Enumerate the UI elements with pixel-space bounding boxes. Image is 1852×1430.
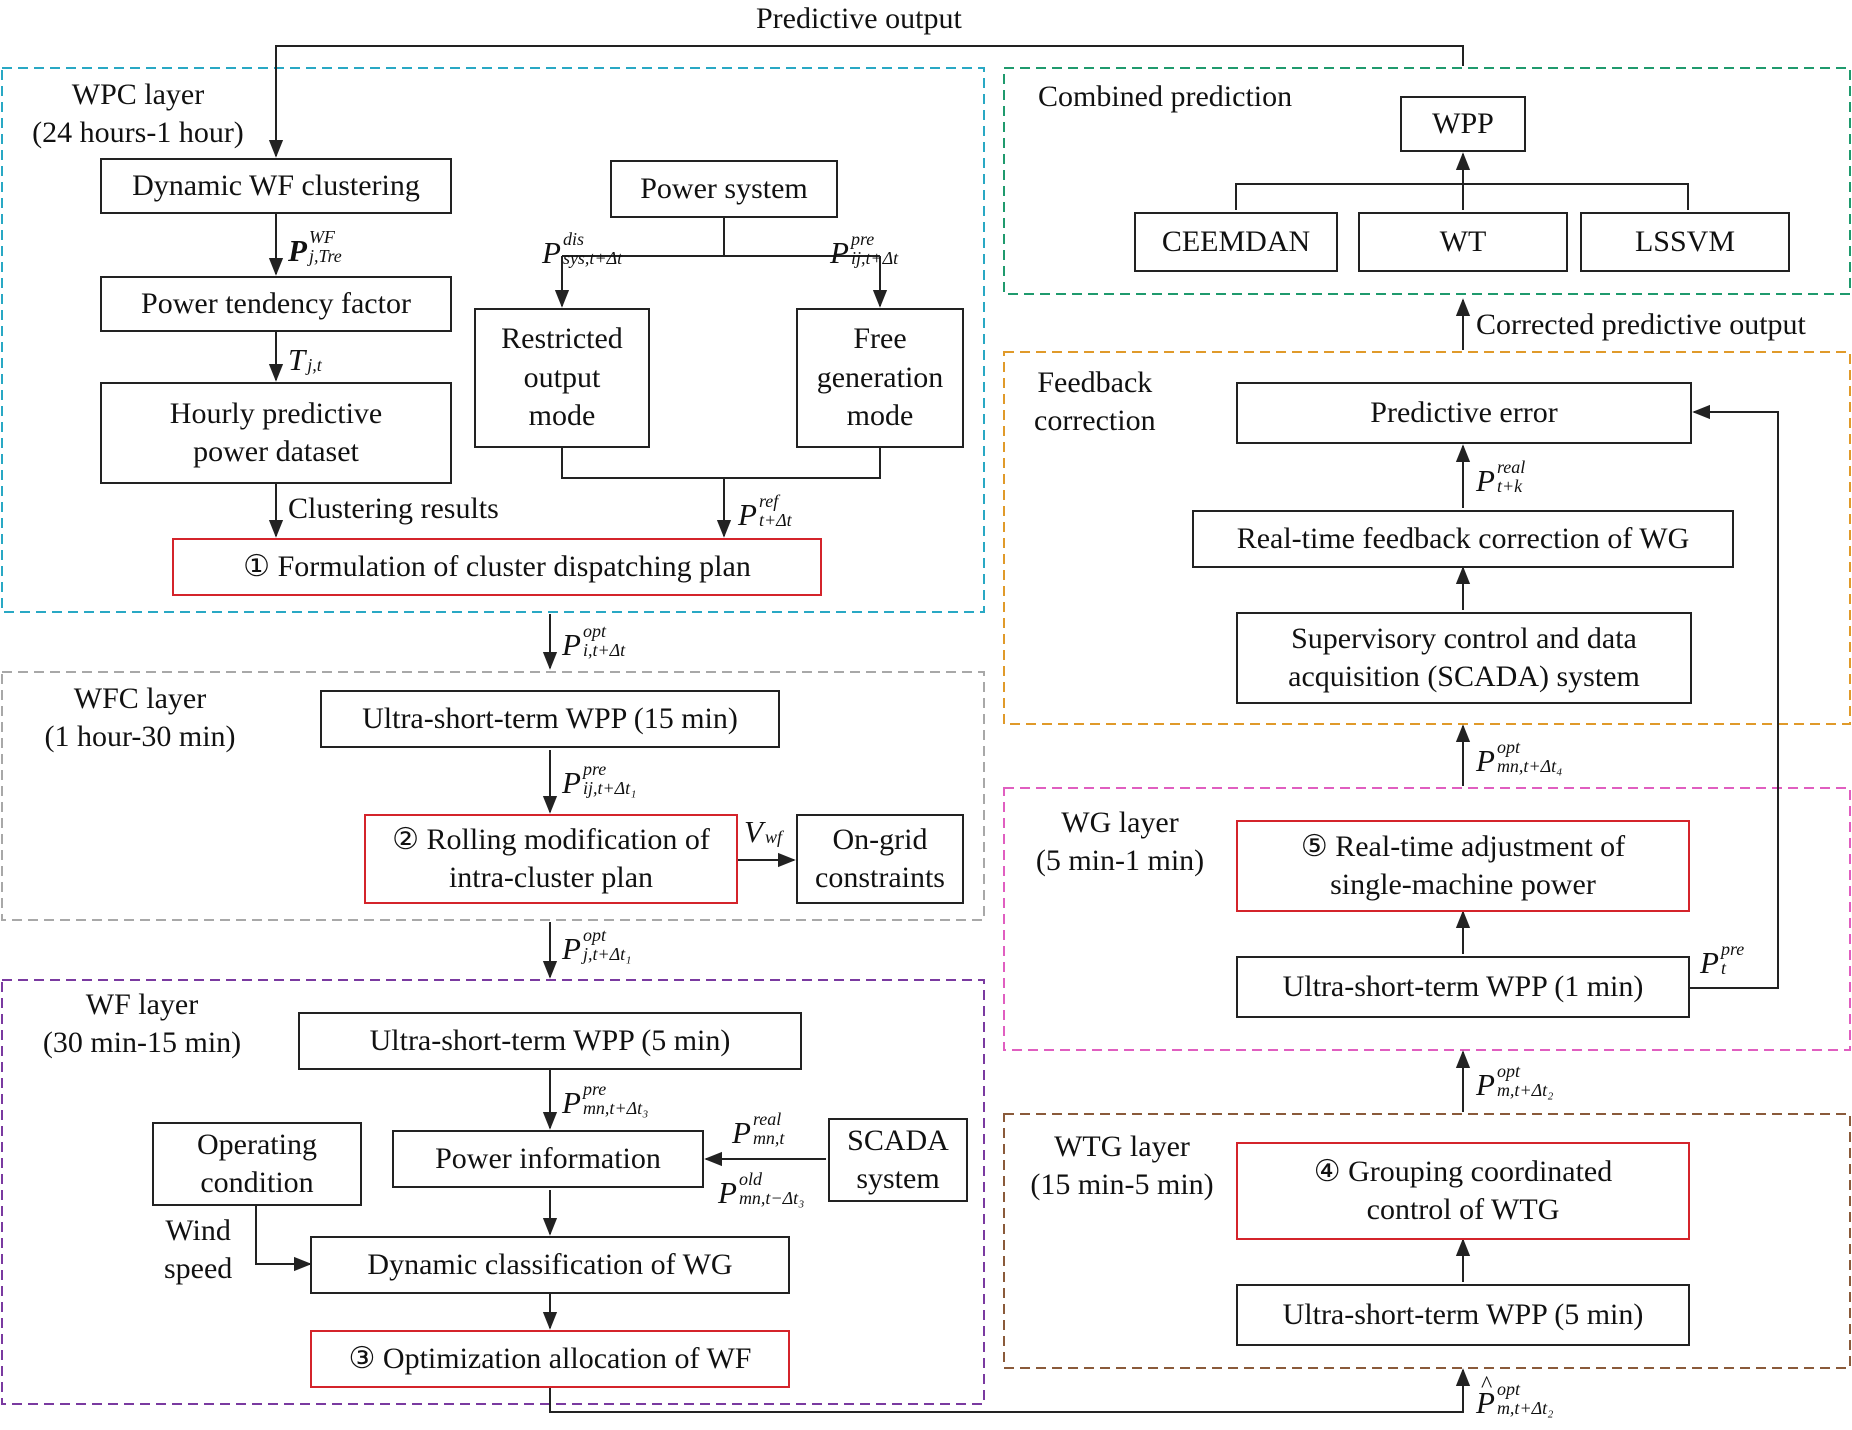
predictive-error-box: Predictive error [1236,382,1692,444]
wtg-layer-frame [1003,1113,1851,1369]
wfc-layer-frame [1,671,985,921]
wpc-layer-frame [1,67,985,613]
on-grid-constraints-box: On-grid constraints [796,814,964,904]
wg-layer-title: WG layer (5 min-1 min) [1035,806,1205,878]
arrow-wpp1-to-error [1690,404,1779,989]
wpp-1min-box: Ultra-short-term WPP (1 min) [1236,956,1690,1018]
feedback-frame [1003,351,1851,725]
realtime-feedback-box: Real-time feedback correction of WG [1192,510,1734,568]
restricted-output-mode-box: Restricted output mode [474,308,650,448]
wfc-layer-title: WFC layer (1 hour-30 min) [44,682,236,754]
power-tendency-factor-box: Power tendency factor [100,276,452,332]
corrected-output-label: Corrected predictive output [1476,308,1806,341]
grouping-control-box: ④ Grouping coordinated control of WTG [1236,1142,1690,1240]
power-system-box: Power system [610,160,838,218]
cluster-dispatching-plan-box: ① Formulation of cluster dispatching pla… [172,538,822,596]
wpp-15min-box: Ultra-short-term WPP (15 min) [320,690,780,748]
wpp-5min-wtg-box: Ultra-short-term WPP (5 min) [1236,1284,1690,1346]
wg-layer-frame [1003,787,1851,1051]
arrow-wf-to-wtg [549,1368,1471,1413]
ceemdan-box: CEEMDAN [1134,212,1338,272]
arrow-condition-to-class [255,1180,312,1272]
line-modes-merge [561,448,881,479]
wpp-5min-box: Ultra-short-term WPP (5 min) [298,1012,802,1070]
wtg-layer-title: WTG layer (15 min-5 min) [1030,1130,1214,1202]
combined-prediction-title: Combined prediction [1038,80,1293,113]
hourly-dataset-box: Hourly predictive power dataset [100,382,452,484]
wf-layer-frame [1,979,985,1405]
predictive-output-loop [268,45,1464,158]
dynamic-classification-box: Dynamic classification of WG [310,1236,790,1294]
wpc-layer-title: WPC layer (24 hours-1 hour) [32,78,244,150]
wind-speed-label: Wind speed [164,1214,233,1286]
lssvm-box: LSSVM [1580,212,1790,272]
free-generation-mode-box: Free generation mode [796,308,964,448]
operating-condition-box: Operating condition [152,1122,362,1206]
feedback-correction-title: Feedback correction [1034,366,1156,438]
scada-description-box: Supervisory control and data acquisition… [1236,612,1692,704]
realtime-adjustment-box: ⑤ Real-time adjustment of single-machine… [1236,820,1690,912]
clustering-results-label: Clustering results [288,492,499,525]
predictive-output-label: Predictive output [756,2,962,35]
scada-system-box: SCADA system [828,1118,968,1202]
wf-layer-title: WF layer (30 min-15 min) [42,988,242,1060]
wt-box: WT [1358,212,1568,272]
wpp-box: WPP [1400,96,1526,152]
optimization-allocation-box: ③ Optimization allocation of WF [310,1330,790,1388]
dynamic-wf-clustering-box: Dynamic WF clustering [100,158,452,214]
rolling-modification-box: ② Rolling modification of intra-cluster … [364,814,738,904]
power-information-box: Power information [392,1130,704,1188]
combined-frame [1003,67,1851,295]
